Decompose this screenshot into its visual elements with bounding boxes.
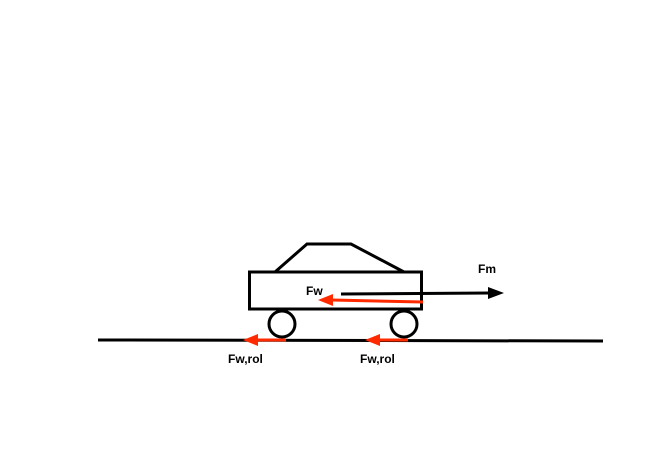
ground-line <box>97 338 604 343</box>
air-resistance-arrow <box>318 294 424 306</box>
rolling-resistance-front-label: Fw,rol <box>360 352 395 366</box>
air-resistance-label: Fw <box>306 284 323 298</box>
motor-force-label: Fm <box>478 262 496 276</box>
front-wheel <box>389 309 419 339</box>
rolling-resistance-rear-label: Fw,rol <box>228 352 263 366</box>
rolling-resistance-arrow-rear <box>243 334 286 346</box>
motor-force-arrow <box>340 287 504 299</box>
rear-wheel <box>267 309 297 339</box>
car-cabin <box>274 242 405 274</box>
rolling-resistance-arrow-front <box>365 334 408 346</box>
car-body <box>248 270 423 311</box>
